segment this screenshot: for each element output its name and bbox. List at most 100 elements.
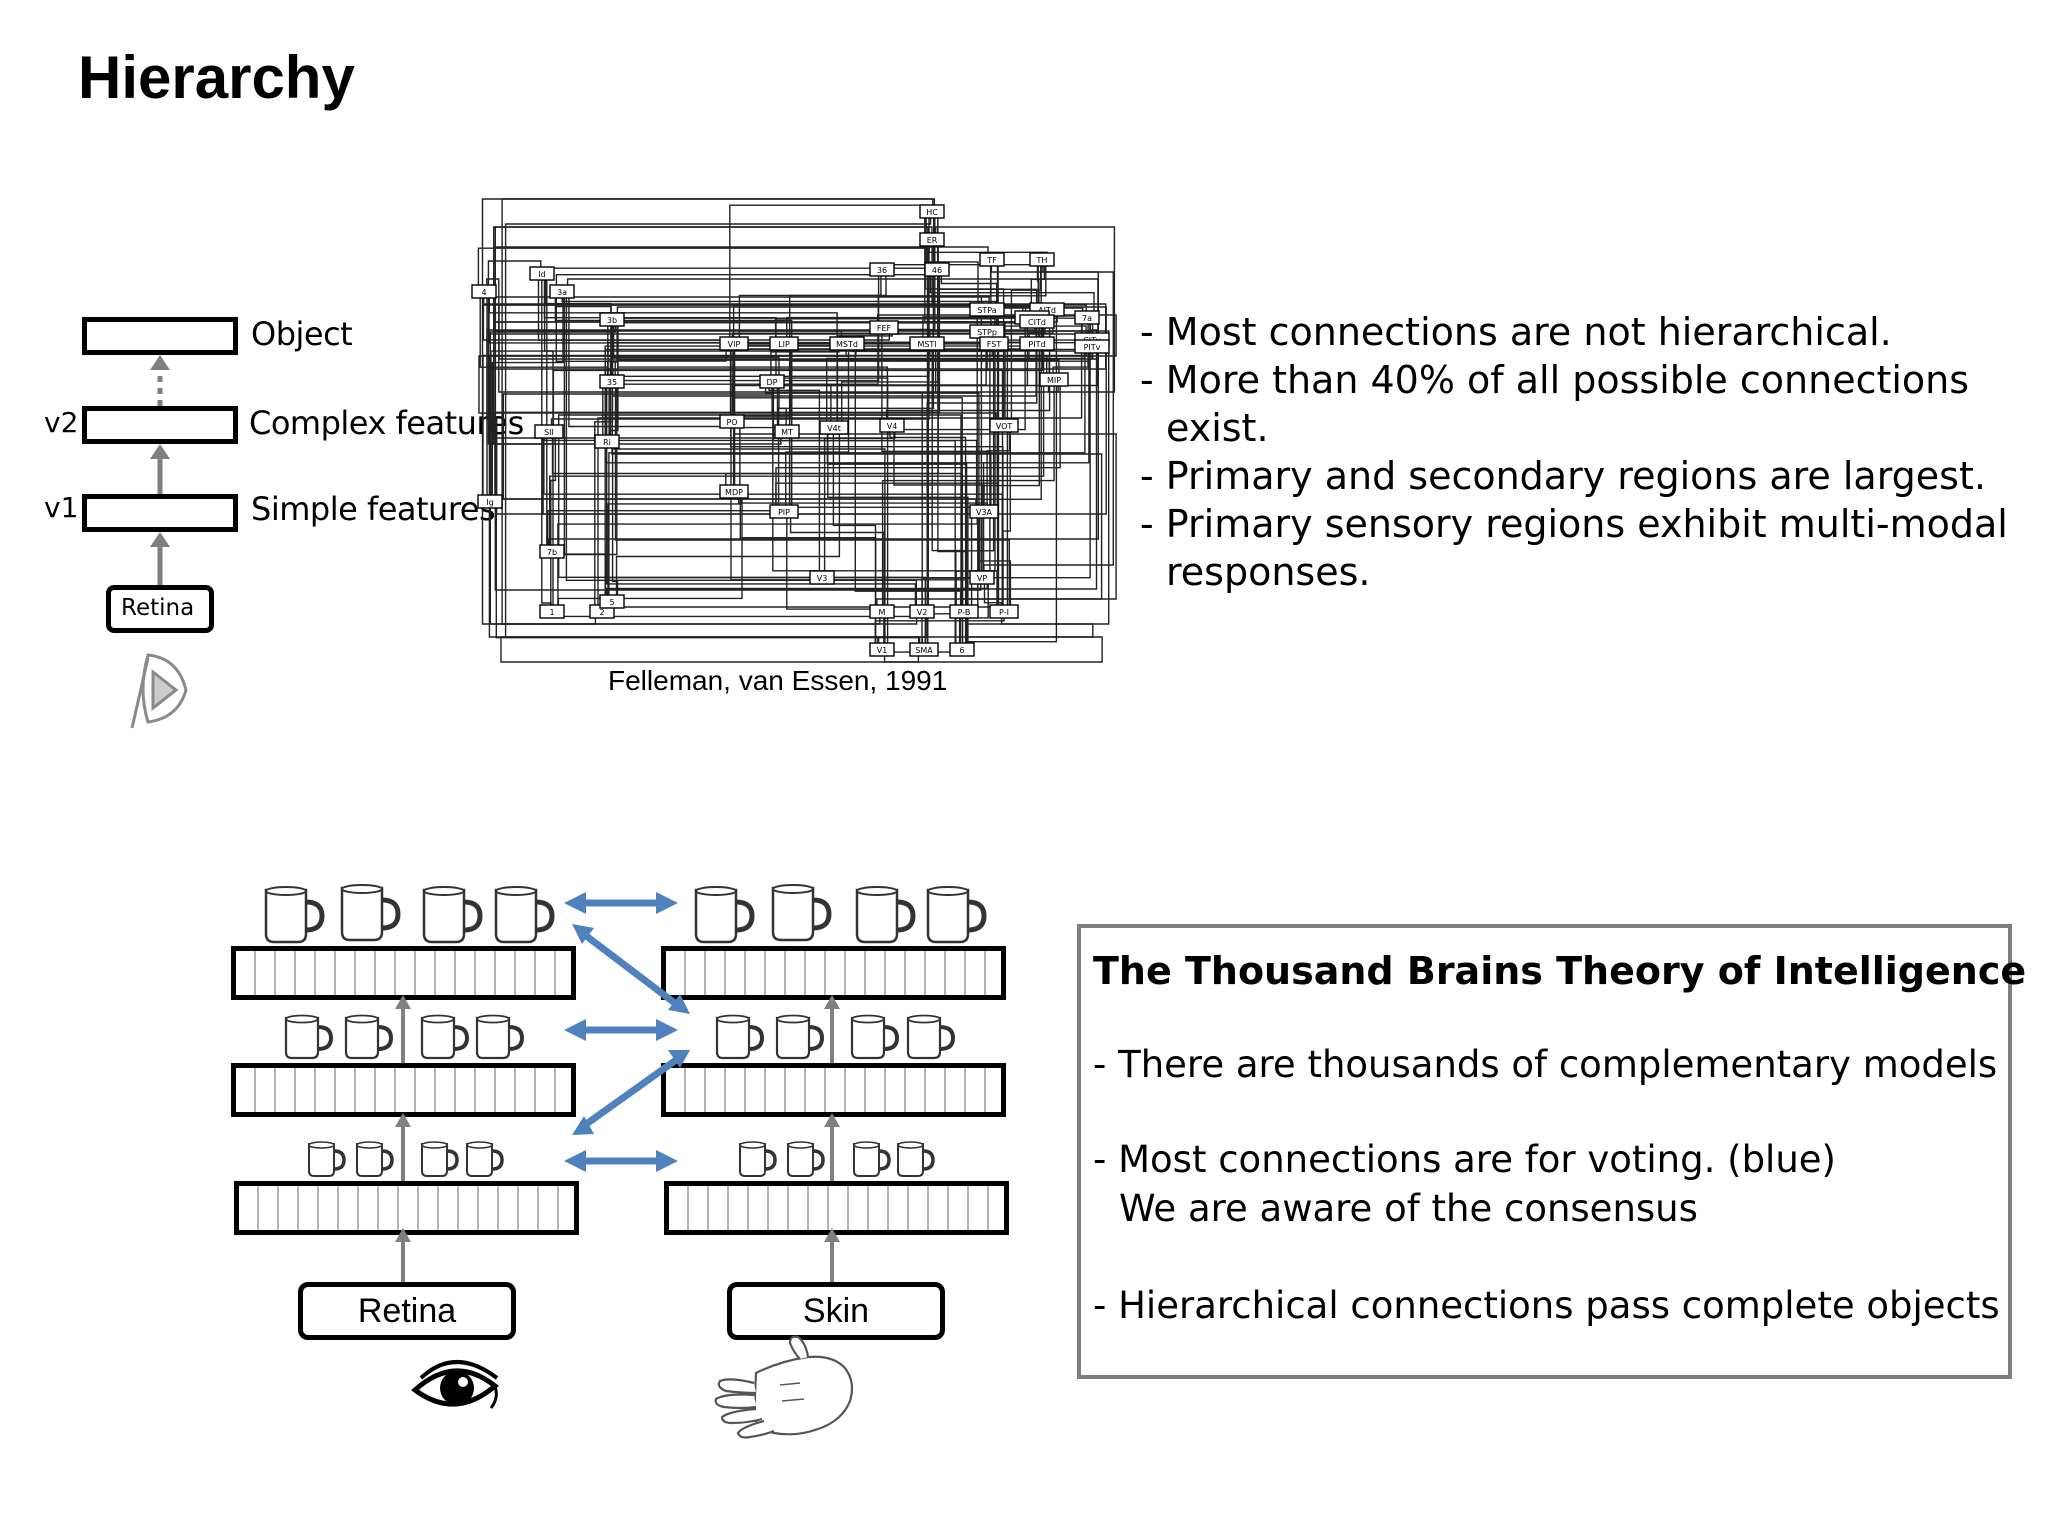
simple-features-label: Simple features (251, 490, 496, 528)
right-column-bottom-layer (664, 1181, 1009, 1235)
arrowhead-retina-v1 (150, 532, 170, 547)
brain-area-box (819, 420, 849, 435)
brain-area-box (989, 604, 1019, 619)
brain-area-box (1039, 372, 1069, 387)
complex-features-box (82, 406, 238, 444)
brain-area-box (949, 604, 979, 619)
brain-area-box (989, 418, 1019, 433)
brain-area-box (539, 544, 565, 559)
brain-area-box (1019, 336, 1055, 351)
bullet-item: - More than 40% of all possible connecti… (1140, 358, 1970, 450)
brain-area-box (471, 284, 497, 299)
brain-area-label: 7a (1082, 314, 1092, 323)
simple-features-box (82, 494, 238, 532)
brain-area-box (979, 252, 1005, 267)
brain-area-label: DP (767, 378, 778, 387)
brain-area-box (594, 434, 620, 449)
summary-item: We are aware of the consensus (1119, 1187, 1698, 1230)
brain-area-label: STPp (977, 328, 997, 337)
v2-label: v2 (44, 406, 79, 439)
page-title: Hierarchy (78, 44, 355, 111)
bullet-item: - Primary and secondary regions are larg… (1140, 454, 1986, 498)
object-label: Object (251, 315, 353, 353)
right-arrowhead-bottom-middle (824, 1113, 840, 1127)
brain-area-label: PITd (1028, 340, 1045, 349)
brain-area-box (529, 266, 555, 281)
brain-area-box (599, 594, 625, 609)
arrowhead-v2-object (150, 355, 170, 370)
brain-area-box (869, 320, 899, 335)
brain-area-label: P-I (999, 608, 1009, 617)
brain-area-box (869, 642, 895, 657)
retina-box: Retina (298, 1282, 516, 1340)
brain-area-box (919, 204, 945, 219)
brain-area-label: Id (538, 270, 545, 279)
brain-area-label: 46 (932, 266, 942, 275)
brain-area-box (759, 374, 785, 389)
hierarchy-bullet-list: - Most connections are not hierarchical.… (1140, 308, 2040, 596)
brain-area-label: TF (986, 256, 997, 265)
brain-area-boxes: HCER3646TFTHSTPaAITdAITv7aFEFSTPpCITdCIT… (471, 204, 1110, 657)
bullet-item: - Primary sensory regions exhibit multi-… (1140, 502, 2008, 594)
brain-area-box (869, 604, 895, 619)
brain-area-box (1074, 310, 1100, 325)
brain-area-label: SMA (915, 646, 933, 655)
brain-area-box (829, 336, 865, 351)
right-column-middle-layer (661, 1063, 1006, 1117)
brain-area-label: 4 (481, 288, 486, 297)
brain-area-label: V4 (887, 422, 898, 431)
summary-item: - Most connections are for voting. (blue… (1093, 1138, 1836, 1181)
brain-area-box (719, 414, 745, 429)
brain-area-label: FEF (877, 324, 892, 333)
brain-area-label: V1 (877, 646, 888, 655)
brain-area-box (719, 484, 749, 499)
brain-area-box (769, 336, 799, 351)
brain-area-label: VIP (728, 340, 741, 349)
hand-icon (714, 1335, 854, 1439)
eye-profile-icon (130, 653, 188, 729)
skin-box: Skin (727, 1282, 945, 1340)
summary-item: - There are thousands of complementary m… (1093, 1043, 1998, 1086)
brain-area-label: VOT (996, 422, 1013, 431)
brain-area-label: V3A (976, 508, 993, 517)
brain-area-box (549, 284, 575, 299)
brain-area-label: 2 (599, 608, 604, 617)
brain-area-label: PO (726, 418, 737, 427)
brain-area-box (477, 494, 503, 509)
brain-area-box (534, 424, 564, 439)
brain-area-box (599, 312, 625, 327)
brain-area-label: LIP (778, 340, 790, 349)
brain-area-box (539, 604, 565, 619)
brain-area-label: V2 (917, 608, 928, 617)
brain-area-box (969, 302, 1005, 317)
thousand-brains-arrows-and-icons (0, 0, 1080, 1439)
brain-area-box (919, 232, 945, 247)
brain-area-box (769, 504, 799, 519)
brain-area-label: TH (1036, 256, 1048, 265)
right-arrowhead-skin (824, 1228, 840, 1242)
brain-area-label: MSTl (917, 340, 936, 349)
object-box (82, 317, 238, 355)
brain-area-label: VP (977, 574, 987, 583)
brain-area-label: V3 (817, 574, 828, 583)
brain-area-label: CITd (1028, 318, 1046, 327)
brain-area-box (809, 570, 835, 585)
thousand-brains-title: The Thousand Brains Theory of Intelligen… (1093, 949, 2027, 993)
retina-box-small: Retina (106, 585, 214, 633)
vote-arrow-diagonal-up (582, 1057, 679, 1128)
brain-area-label: 7b (547, 548, 557, 557)
left-arrowhead-bottom-middle (395, 1113, 411, 1127)
hierarchy-arrows (130, 355, 188, 729)
brain-area-box (909, 604, 935, 619)
right-arrowhead-middle-top (824, 995, 840, 1009)
brain-area-label: SII (544, 428, 554, 437)
brain-area-box (879, 418, 905, 433)
brain-area-box (1019, 314, 1055, 329)
brain-area-box (719, 336, 749, 351)
brain-area-label: FST (987, 340, 1002, 349)
brain-area-label: M (879, 608, 886, 617)
left-arrowhead-retina (395, 1228, 411, 1242)
brain-area-label: Ig (486, 498, 493, 507)
brain-area-label: V4t (827, 424, 841, 433)
brain-area-box (869, 262, 895, 277)
